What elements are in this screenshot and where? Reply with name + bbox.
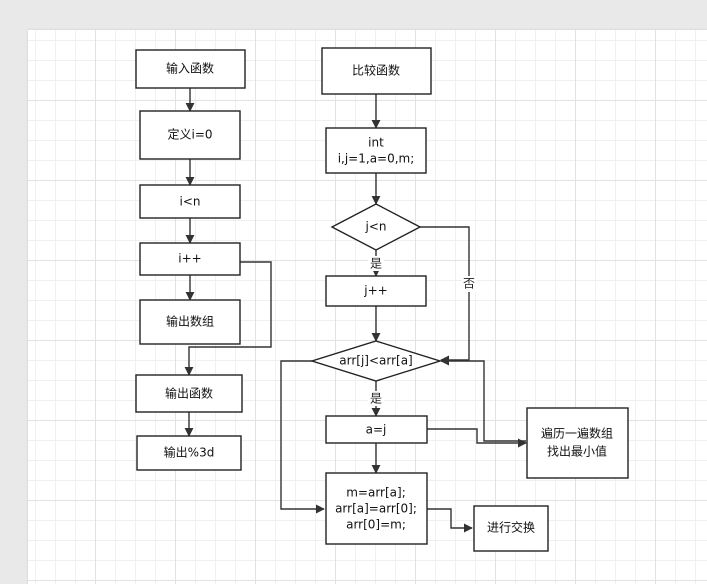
node-i-less-n-label: i<n	[180, 195, 201, 209]
node-swap-block-line3: arr[0]=m;	[346, 518, 406, 532]
edge-label-yes-1: 是	[370, 257, 382, 271]
node-j-increment[interactable]: j++	[325, 275, 427, 307]
node-declaration-line2: i,j=1,a=0,m;	[338, 152, 415, 166]
decision-j-less-n[interactable]: j<n	[330, 203, 422, 251]
node-output-function[interactable]: 输出函数	[135, 374, 243, 413]
node-traverse-min-line1: 遍历一遍数组	[541, 426, 613, 441]
node-compare-function[interactable]: 比较函数	[321, 47, 432, 95]
node-exchange-label: 进行交换	[487, 520, 535, 535]
edge-cond-arr-no-to-swap-block	[280, 360, 325, 514]
decision-arr-compare-label: arr[j]<arr[a]	[339, 354, 413, 368]
node-print-format-label: 输出%3d	[164, 445, 215, 460]
node-assign-a[interactable]: a=j	[325, 415, 428, 444]
node-i-increment-label: i++	[178, 252, 201, 266]
node-declaration[interactable]: int i,j=1,a=0,m;	[325, 127, 427, 174]
node-output-array[interactable]: 输出数组	[139, 299, 241, 345]
node-j-increment-label: j++	[363, 284, 387, 298]
node-input-function[interactable]: 输入函数	[135, 49, 246, 89]
node-output-function-label: 输出函数	[165, 386, 213, 401]
node-define-i[interactable]: 定义i=0	[139, 110, 241, 160]
decision-j-less-n-label: j<n	[365, 220, 387, 234]
node-i-less-n[interactable]: i<n	[139, 184, 241, 219]
node-compare-function-label: 比较函数	[352, 63, 400, 78]
edge-label-yes-2: 是	[370, 392, 382, 406]
node-swap-block-line1: m=arr[a];	[346, 486, 406, 500]
node-print-format[interactable]: 输出%3d	[136, 435, 242, 471]
edge-label-no: 否	[463, 277, 475, 291]
decision-arr-compare[interactable]: arr[j]<arr[a]	[309, 340, 443, 382]
node-traverse-min-line2: 找出最小值	[547, 444, 607, 459]
node-assign-a-label: a=j	[366, 423, 387, 437]
edge-assign-to-traverse	[427, 428, 527, 448]
node-swap-block[interactable]: m=arr[a]; arr[a]=arr[0]; arr[0]=m;	[325, 472, 428, 545]
edge-cond-j-no	[420, 226, 470, 365]
node-i-increment[interactable]: i++	[139, 242, 241, 276]
edge-traverse-loop-back	[440, 356, 526, 442]
node-input-function-label: 输入函数	[166, 61, 214, 76]
node-swap-block-line2: arr[a]=arr[0];	[335, 502, 417, 516]
edge-swap-block-to-exchange	[427, 508, 473, 533]
node-output-array-label: 输出数组	[166, 314, 214, 329]
node-declaration-line1: int	[368, 136, 384, 150]
edge-incr-loop-to-output-func	[184, 261, 272, 376]
node-exchange[interactable]: 进行交换	[473, 505, 549, 552]
node-define-i-label: 定义i=0	[167, 127, 212, 142]
node-traverse-min[interactable]: 遍历一遍数组 找出最小值	[526, 407, 629, 479]
